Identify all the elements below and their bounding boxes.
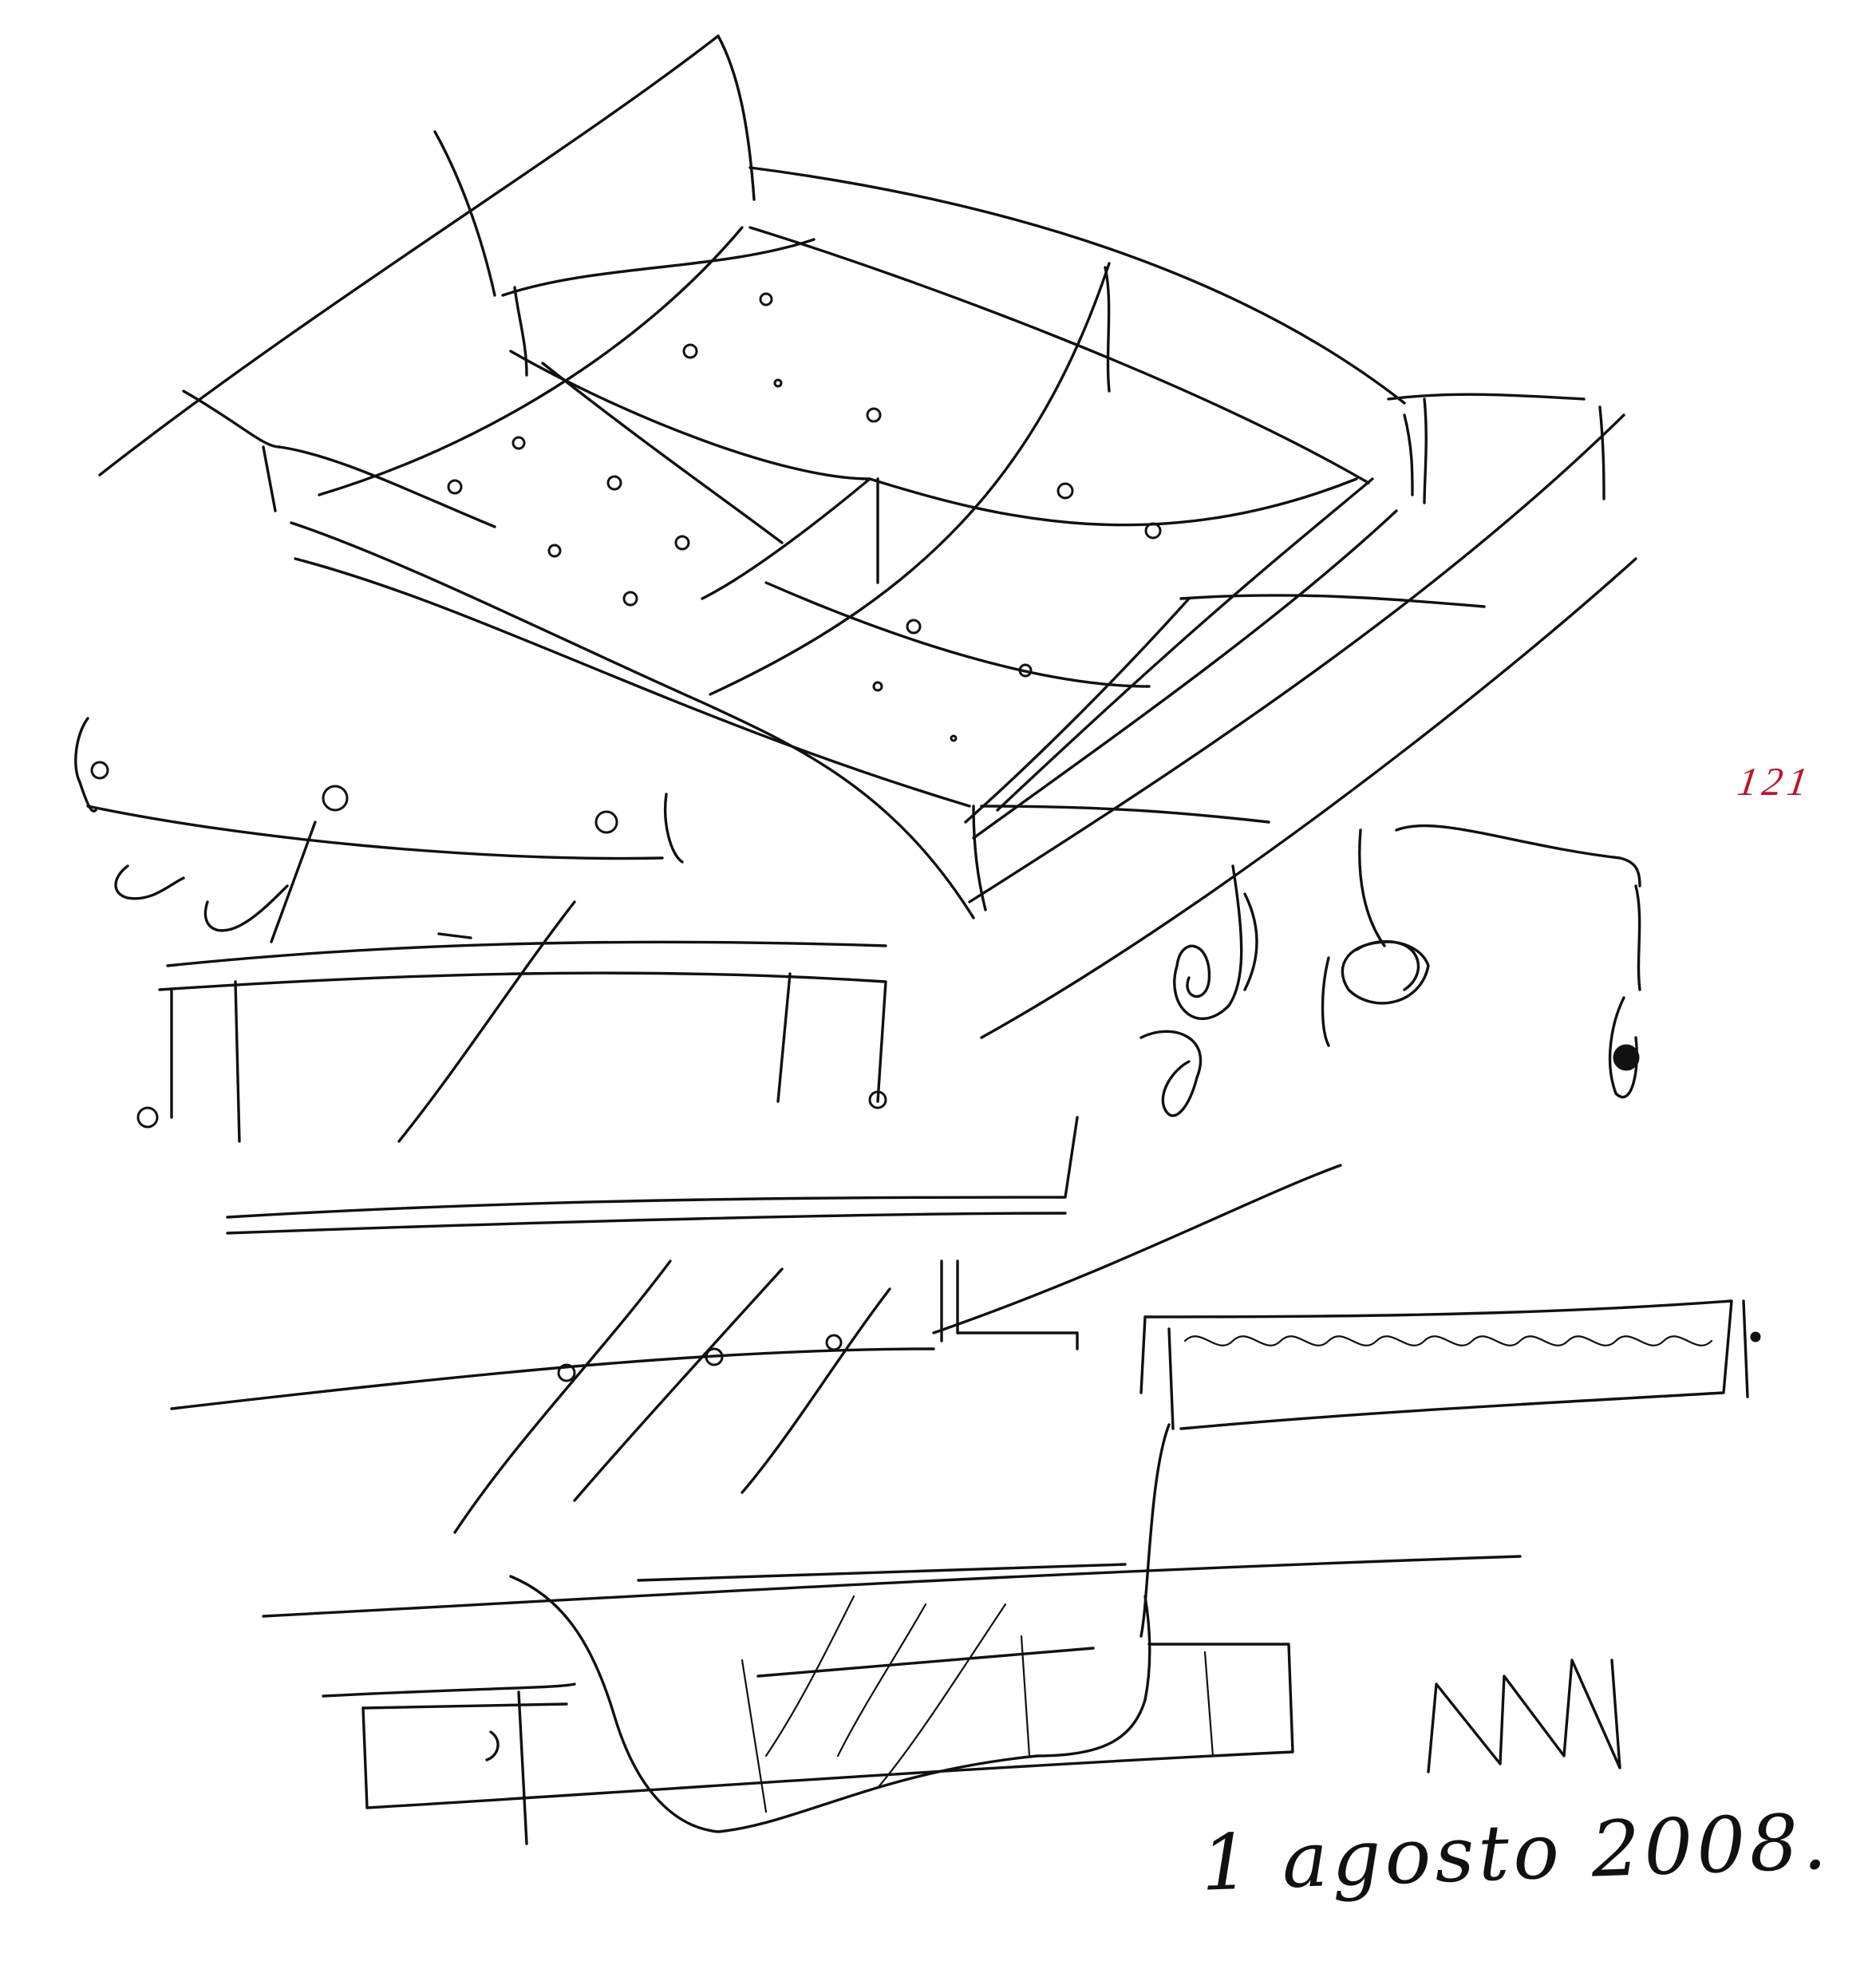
ground-section-sketch bbox=[262, 1555, 1522, 1845]
section-elevation-sketch bbox=[170, 1116, 1342, 1534]
box-detail-sketch bbox=[1139, 1299, 1761, 1638]
beam-elevation-sketch bbox=[74, 717, 887, 1143]
connection-detail-sketches bbox=[1139, 824, 1641, 1117]
page-number: 121 bbox=[1735, 759, 1815, 804]
handwritten-signature bbox=[1427, 1659, 1621, 1773]
perspective-canopy-sketch bbox=[98, 34, 1637, 1039]
